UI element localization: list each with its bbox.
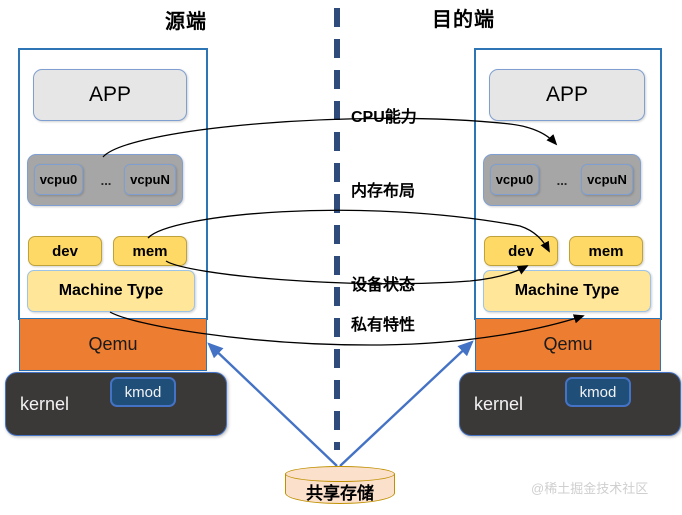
destination-vcpun-box: vcpuN [581, 164, 633, 195]
destination-app-label: APP [545, 83, 589, 106]
destination-machine-type-box: Machine Type [483, 270, 651, 312]
destination-dev-box: dev [484, 236, 558, 266]
destination-vcpu0-box: vcpu0 [490, 164, 539, 195]
destination-vcpun-label: vcpuN [587, 172, 627, 187]
destination-vcpu0-label: vcpu0 [495, 172, 534, 187]
source-qemu-label: Qemu [88, 334, 138, 354]
source-mem-label: mem [132, 242, 168, 260]
vertical-dashed-divider [334, 8, 340, 450]
source-vcpun-label: vcpuN [130, 172, 170, 187]
destination-dev-label: dev [508, 242, 534, 260]
destination-side-title: 目的端 [432, 9, 495, 31]
destination-mem-label: mem [588, 242, 624, 260]
source-machine-type-label: Machine Type [58, 282, 164, 299]
destination-kernel-label: kernel [474, 393, 524, 414]
migration-label-device-state: 设备状态 [351, 277, 416, 294]
source-vcpu-ellipsis: ... [92, 170, 120, 190]
cylinder-top-ellipse [285, 466, 395, 482]
migration-label-memory: 内存布局 [351, 183, 416, 200]
source-dev-box: dev [28, 236, 102, 266]
arrow-storage-to-destination [339, 340, 474, 467]
destination-machine-type-label: Machine Type [514, 282, 620, 299]
arrow-storage-to-source [207, 342, 338, 467]
source-app-label: APP [88, 83, 132, 106]
destination-kmod-box: kmod [565, 377, 631, 407]
source-vcpu-ellipsis-label: ... [100, 172, 112, 188]
source-kernel-label: kernel [20, 393, 70, 414]
source-vcpu0-label: vcpu0 [39, 172, 78, 187]
source-side-title: 源端 [165, 11, 207, 33]
shared-storage-cylinder: 共享存储 [285, 466, 395, 508]
destination-app-box: APP [489, 69, 645, 121]
destination-kmod-label: kmod [579, 383, 617, 401]
source-dev-label: dev [52, 242, 78, 260]
migration-label-cpu: CPU能力 [351, 109, 417, 126]
destination-qemu-label: Qemu [543, 334, 593, 354]
source-kmod-box: kmod [110, 377, 176, 407]
shared-storage-label: 共享存储 [306, 483, 374, 503]
destination-vcpu-ellipsis: ... [548, 170, 576, 190]
source-mem-box: mem [113, 236, 187, 266]
destination-mem-box: mem [569, 236, 643, 266]
arrow-device-state [165, 260, 529, 285]
source-vcpun-box: vcpuN [124, 164, 176, 195]
source-vcpu0-box: vcpu0 [34, 164, 83, 195]
destination-vcpu-ellipsis-label: ... [556, 172, 568, 188]
watermark: @稀土掘金技术社区 [531, 481, 649, 496]
destination-qemu-box: Qemu [475, 318, 661, 371]
source-machine-type-box: Machine Type [27, 270, 195, 312]
source-qemu-box: Qemu [19, 318, 207, 371]
source-app-box: APP [33, 69, 187, 121]
migration-label-private-features: 私有特性 [351, 317, 416, 334]
source-kmod-label: kmod [124, 383, 162, 401]
